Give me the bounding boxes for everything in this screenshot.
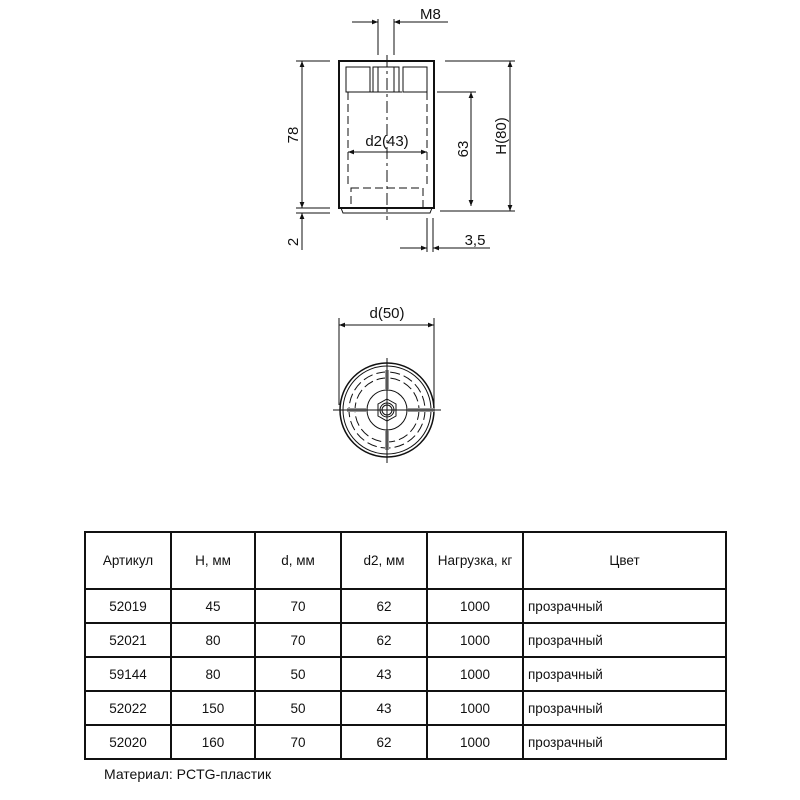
side-view <box>296 19 515 252</box>
table-header-row: Артикул H, мм d, мм d2, мм Нагрузка, кг … <box>84 531 727 590</box>
top-view <box>333 318 441 463</box>
d2-label: d2(43) <box>365 133 408 150</box>
cell-article: 52020 <box>84 724 172 760</box>
cell-height: 45 <box>170 588 256 624</box>
cell-height: 150 <box>170 690 256 726</box>
header-article: Артикул <box>84 531 172 590</box>
height-label: H(80) <box>493 117 510 155</box>
cell-height: 80 <box>170 656 256 692</box>
cell-article: 52021 <box>84 622 172 658</box>
cell-article: 52019 <box>84 588 172 624</box>
cell-color: прозрачный <box>522 588 727 624</box>
cell-load: 1000 <box>426 690 524 726</box>
cell-d: 70 <box>254 622 342 658</box>
base-2-label: 2 <box>285 238 302 246</box>
header-d2: d2, мм <box>340 531 428 590</box>
cell-d2: 62 <box>340 622 428 658</box>
cell-load: 1000 <box>426 588 524 624</box>
cell-color: прозрачный <box>522 656 727 692</box>
nut <box>372 66 400 93</box>
cell-load: 1000 <box>426 622 524 658</box>
spec-table: Артикул H, мм d, мм d2, мм Нагрузка, кг … <box>84 531 727 760</box>
header-color: Цвет <box>522 531 727 590</box>
cell-article: 52022 <box>84 690 172 726</box>
cell-color: прозрачный <box>522 690 727 726</box>
header-height: H, мм <box>170 531 256 590</box>
cell-d: 50 <box>254 656 342 692</box>
cell-d2: 62 <box>340 724 428 760</box>
inner-63-label: 63 <box>455 141 472 158</box>
cell-d: 70 <box>254 588 342 624</box>
cell-load: 1000 <box>426 724 524 760</box>
cell-color: прозрачный <box>522 622 727 658</box>
cell-d2: 43 <box>340 656 428 692</box>
cell-article: 59144 <box>84 656 172 692</box>
technical-drawing: M8 78 2 63 H(80) d2(43) 3,5 d(50) <box>285 6 515 463</box>
thread-label: M8 <box>420 6 441 23</box>
offset-label: 3,5 <box>465 232 486 249</box>
base-ring <box>340 207 433 214</box>
height-78-label: 78 <box>285 127 302 144</box>
diameter-label: d(50) <box>369 305 404 322</box>
header-d: d, мм <box>254 531 342 590</box>
cell-height: 80 <box>170 622 256 658</box>
cell-d: 70 <box>254 724 342 760</box>
cell-d2: 62 <box>340 588 428 624</box>
cell-d2: 43 <box>340 690 428 726</box>
material-note: Материал: PCTG-пластик <box>104 766 272 782</box>
header-load: Нагрузка, кг <box>426 531 524 590</box>
cell-color: прозрачный <box>522 724 727 760</box>
cell-load: 1000 <box>426 656 524 692</box>
cell-d: 50 <box>254 690 342 726</box>
cell-height: 160 <box>170 724 256 760</box>
